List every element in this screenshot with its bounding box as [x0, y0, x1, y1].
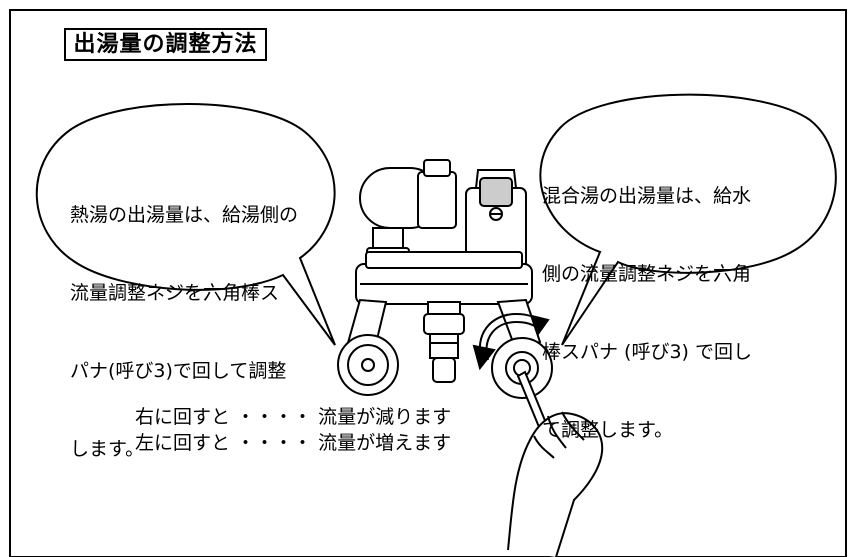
right-bubble-line: て調整します。 — [542, 419, 674, 441]
left-bubble-line: パナ(呼び3)で回して調整 — [70, 360, 287, 382]
faucet-illustration — [337, 159, 553, 399]
legend-left-turn: 左に回すと ・・・・ 流量が増えます — [135, 432, 452, 454]
left-bubble-text: 熱湯の出湯量は、給湯側の 流量調整ネジを六角棒ス パナ(呼び3)で回して調整 し… — [70, 150, 298, 514]
left-bubble-line: します。 — [70, 438, 145, 460]
legend-right-turn: 右に回すと ・・・・ 流量が減ります — [135, 406, 452, 428]
page-title: 出湯量の調整方法 — [64, 28, 267, 61]
left-bubble-line: 流量調整ネジを六角棒ス — [70, 282, 280, 304]
right-bubble-line: 側の流量調整ネジを六角 — [542, 263, 752, 285]
left-bubble-line: 熱湯の出湯量は、給湯側の — [70, 204, 299, 226]
hand-with-hex-key-icon — [507, 370, 604, 557]
rotation-arrow-icon — [472, 312, 550, 371]
right-bubble-line: 棒スパナ (呼び3) で回し — [542, 341, 752, 363]
right-bubble-text: 混合湯の出湯量は、給水 側の流量調整ネジを六角 棒スパナ (呼び3) で回し て… — [542, 131, 752, 495]
left-speech-bubble — [35, 103, 336, 346]
right-bubble-line: 混合湯の出湯量は、給水 — [542, 185, 752, 207]
outer-frame — [9, 9, 847, 557]
right-speech-bubble — [539, 93, 837, 346]
